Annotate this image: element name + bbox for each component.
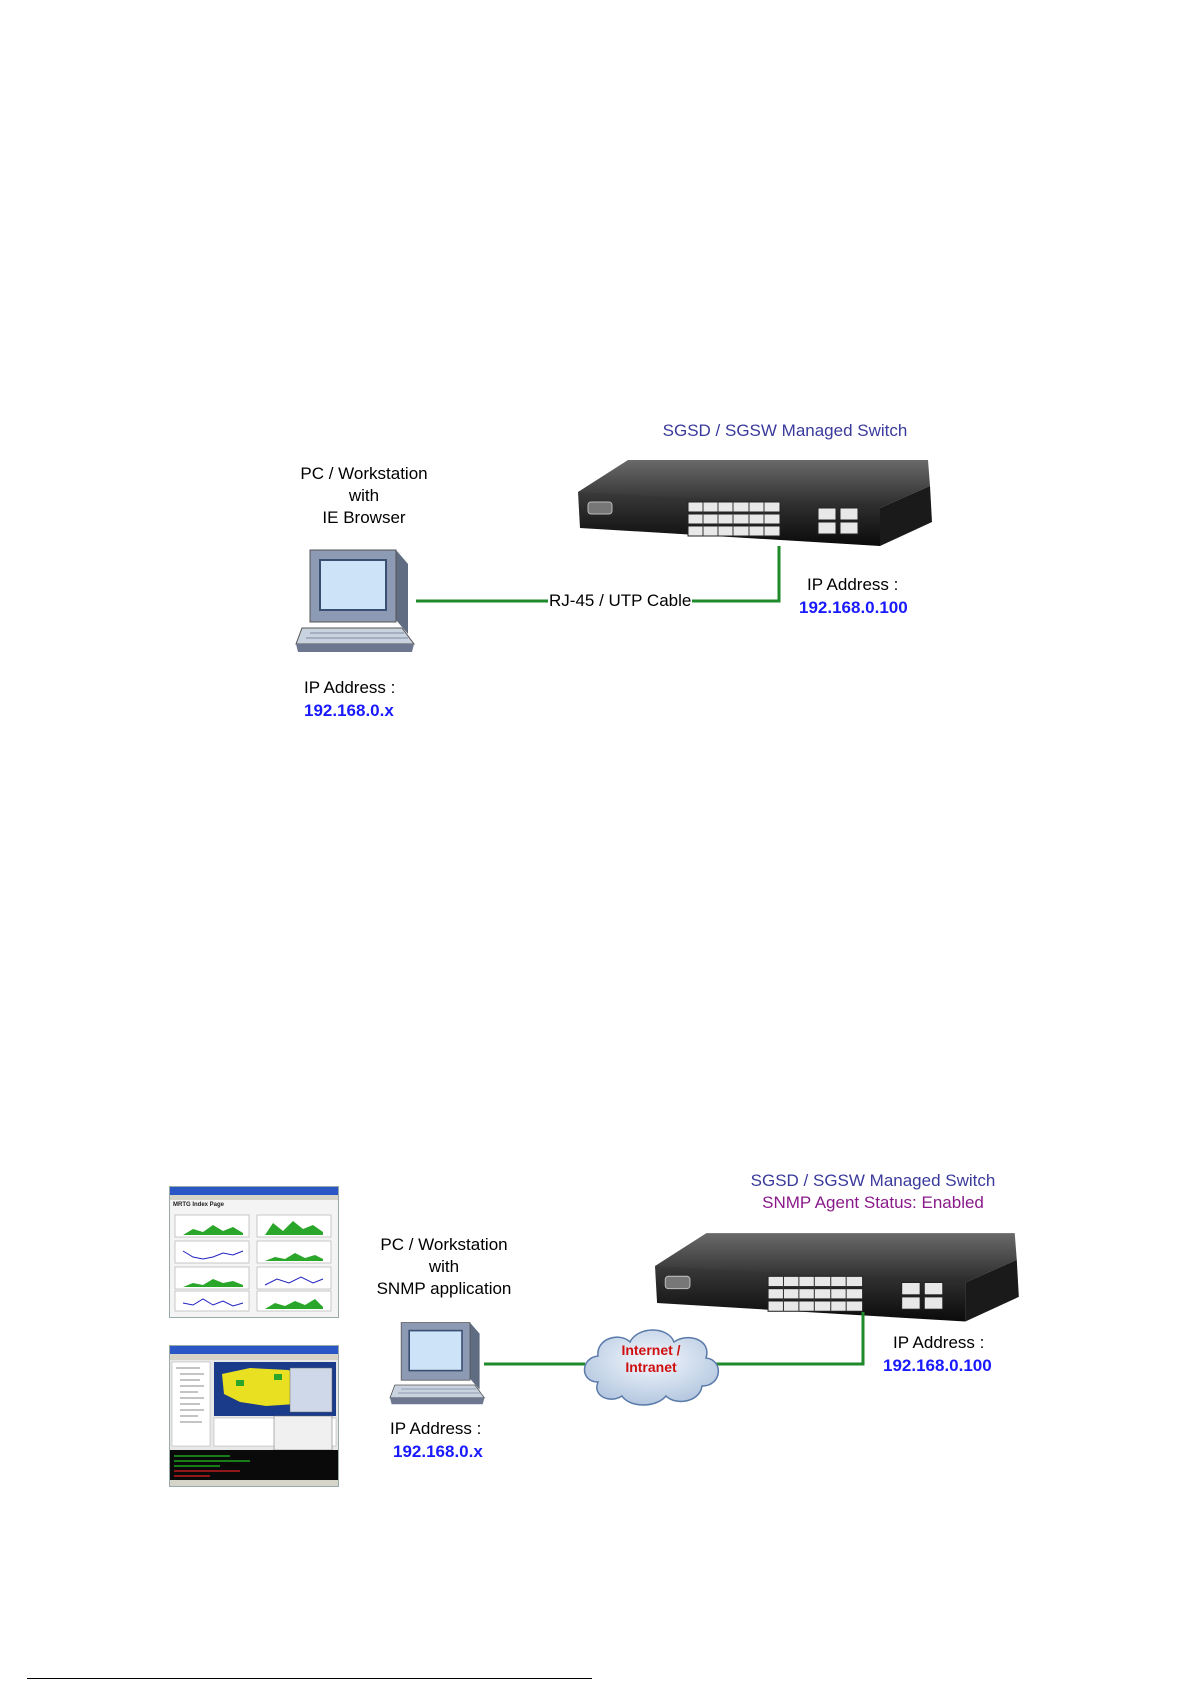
screenshot-thumbnail bbox=[169, 1345, 339, 1487]
network-cable bbox=[416, 546, 781, 603]
pc-icon bbox=[389, 1322, 486, 1405]
pc-ip-value: 192.168.0.x bbox=[393, 1442, 483, 1461]
cloud-label: Internet / Intranet bbox=[621, 1342, 681, 1375]
switch-title: SGSD / SGSW Managed Switch bbox=[662, 421, 908, 440]
snmp-agent-status: SNMP Agent Status: Enabled bbox=[762, 1193, 984, 1212]
pc-label: PC / Workstation with IE Browser bbox=[300, 464, 428, 527]
switch-ip-label: IP Address : bbox=[893, 1333, 985, 1352]
cloud-icon bbox=[583, 1329, 720, 1406]
screenshot-title: MRTG Index Page bbox=[173, 1202, 225, 1208]
switch-title: SGSD / SGSW Managed Switch bbox=[750, 1171, 996, 1190]
pc-ip-label: IP Address : bbox=[390, 1419, 482, 1438]
pc-label: PC / Workstation with SNMP application bbox=[376, 1235, 512, 1298]
footer-rule bbox=[27, 1678, 592, 1679]
switch-ip-value: 192.168.0.100 bbox=[799, 598, 908, 617]
screenshot-thumbnail: MRTG Index Page bbox=[169, 1186, 339, 1318]
nms-screenshot bbox=[170, 1346, 338, 1486]
pc-ip-label: IP Address : bbox=[304, 678, 396, 697]
switch-icon bbox=[578, 460, 932, 546]
pc-ip-value: 192.168.0.x bbox=[304, 701, 394, 720]
cable-label: RJ-45 / UTP Cable bbox=[548, 591, 693, 611]
mrtg-graphs bbox=[174, 1214, 332, 1312]
switch-icon bbox=[655, 1233, 1019, 1322]
switch-ip-label: IP Address : bbox=[807, 575, 899, 594]
pc-icon bbox=[295, 549, 415, 652]
switch-ip-value: 192.168.0.100 bbox=[883, 1356, 992, 1375]
